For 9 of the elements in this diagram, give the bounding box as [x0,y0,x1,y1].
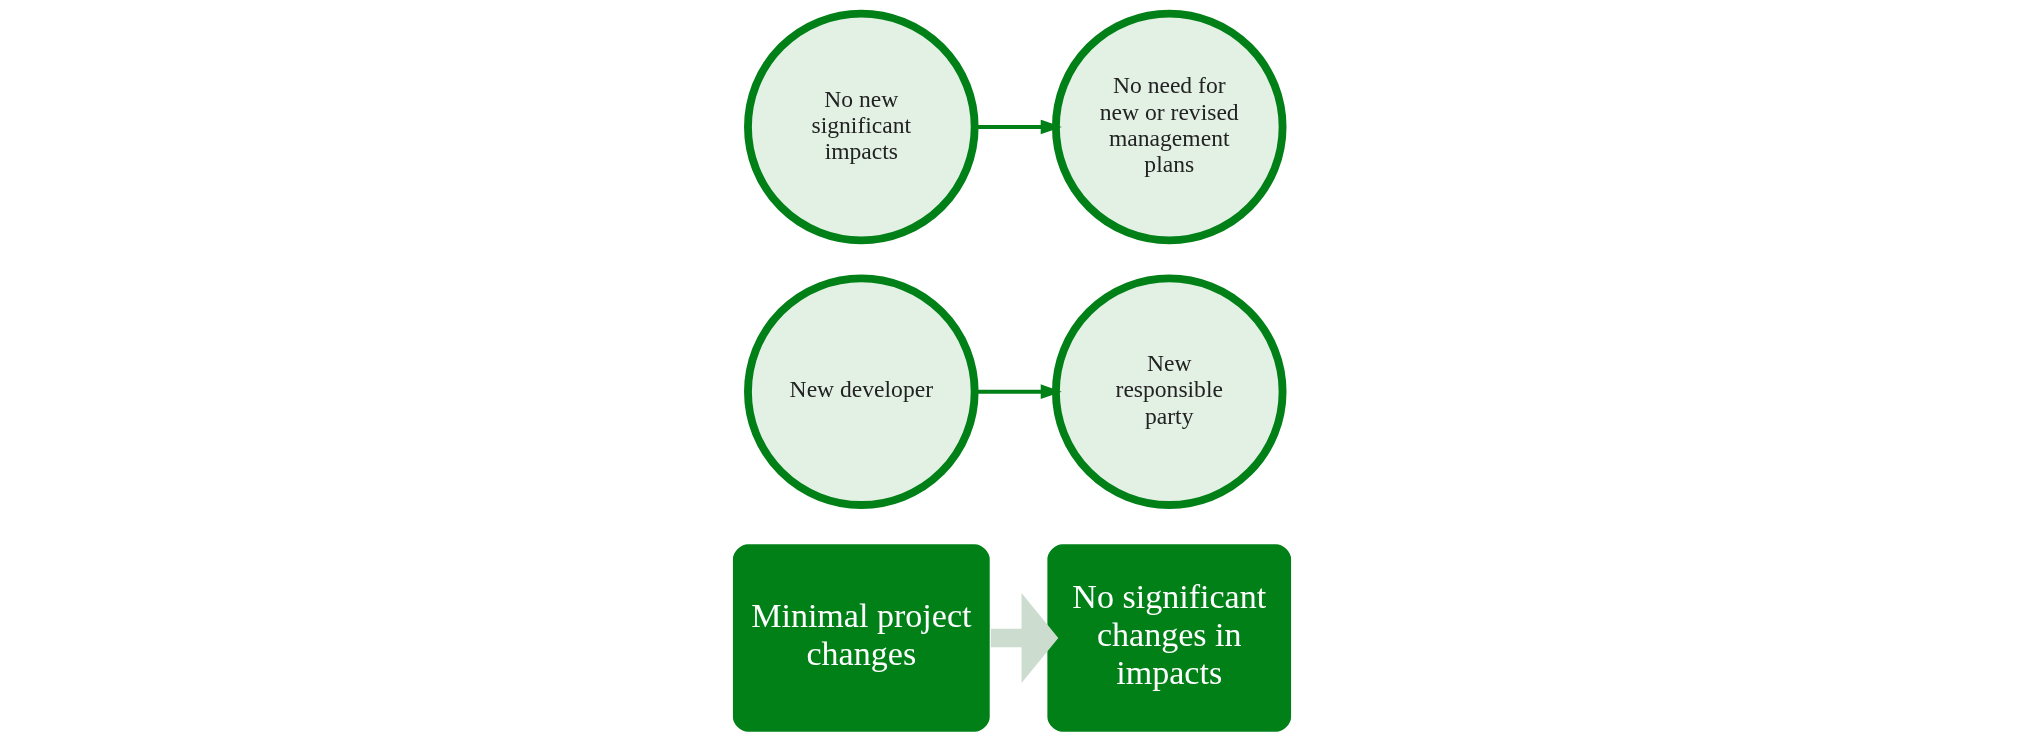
arrow [990,593,1059,683]
node-circle: No new significant impacts [744,9,979,245]
node-circle: No need for new or revised management plans [1051,9,1287,245]
node-circle: New responsible party [1051,274,1287,509]
node-circle: New developer [744,274,979,509]
arrow [975,119,1062,135]
node-box: Minimal project changes [731,543,992,733]
node-box: No significant changes in impacts [1046,543,1293,733]
arrow [975,384,1062,400]
